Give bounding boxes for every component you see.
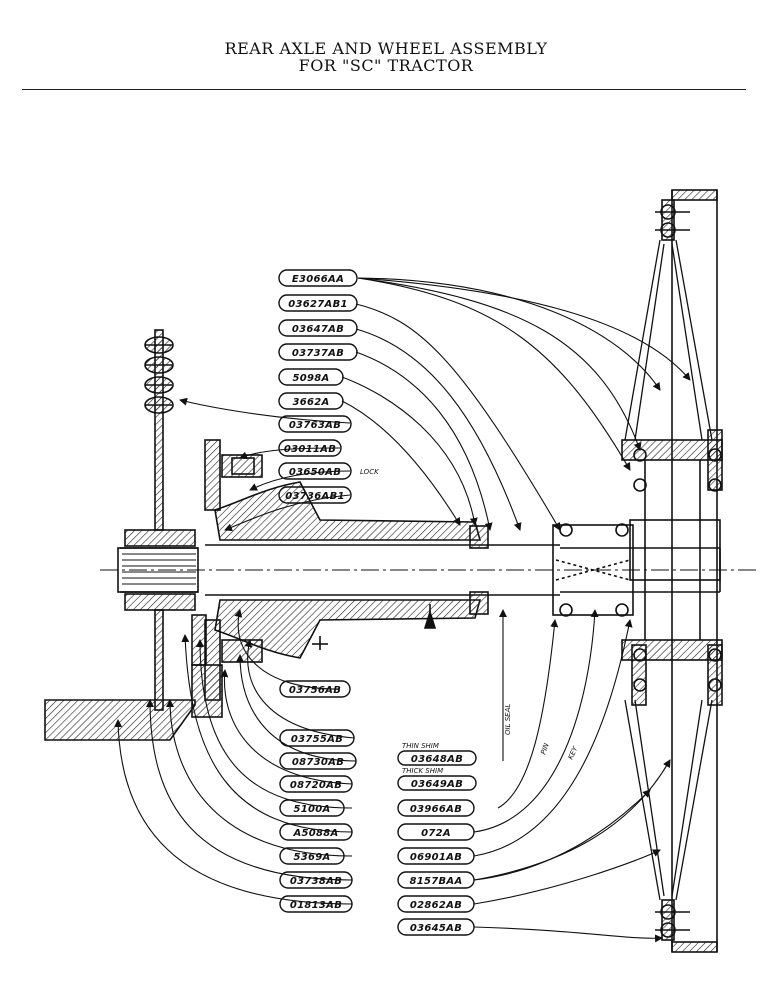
part-label: 03737AB — [278, 343, 358, 361]
callouts-lower-left: 5100A A5088A 5369A 03738AB 01813AB — [279, 799, 353, 913]
part-label: 03763AB — [278, 415, 352, 433]
svg-text:03645AB: 03645AB — [410, 923, 462, 934]
part-label: 02862AB — [397, 895, 475, 913]
leader-lines — [114, 277, 691, 943]
part-label: 03647AB — [278, 319, 358, 337]
part-label: 5369A — [279, 847, 345, 865]
part-label: 03627AB1 — [278, 294, 358, 312]
part-label: 08720AB — [279, 775, 353, 793]
part-label: 08730AB — [279, 752, 357, 770]
svg-text:03966AB: 03966AB — [410, 804, 462, 815]
part-label: 03011AB — [278, 439, 342, 457]
wheel-hub — [621, 429, 723, 706]
svg-text:03738AB: 03738AB — [290, 876, 342, 887]
callouts-upper: E3066AA 03627AB1 03647AB 03737AB 5098A 3… — [278, 269, 380, 504]
axle-housing — [214, 481, 489, 659]
support-bracket — [44, 699, 196, 741]
note-key: KEY — [567, 745, 580, 761]
title-rule — [22, 89, 746, 90]
note-thin-shim: THIN SHIM — [402, 742, 439, 750]
svg-text:3662A: 3662A — [292, 397, 329, 408]
part-label: 06901AB — [397, 847, 475, 865]
svg-text:5098A: 5098A — [292, 373, 329, 384]
svg-text:08730AB: 08730AB — [292, 757, 344, 768]
svg-text:03755AB: 03755AB — [291, 734, 343, 745]
svg-text:5100A: 5100A — [293, 804, 330, 815]
svg-text:8157BAA: 8157BAA — [409, 876, 462, 887]
part-label: 01813AB — [279, 895, 353, 913]
part-label: 03649AB — [397, 775, 477, 791]
svg-text:03736AB1: 03736AB1 — [285, 491, 345, 502]
part-label: A5088A — [279, 823, 353, 841]
svg-text:03648AB: 03648AB — [411, 754, 463, 765]
svg-text:E3066AA: E3066AA — [292, 274, 344, 285]
note-oil-seal: OIL SEAL — [504, 704, 512, 735]
part-label: 8157BAA — [397, 871, 475, 889]
svg-text:03649AB: 03649AB — [411, 779, 463, 790]
wheel-spokes — [624, 239, 713, 901]
svg-text:03627AB1: 03627AB1 — [288, 299, 348, 310]
svg-text:02862AB: 02862AB — [410, 900, 462, 911]
callouts-lower-right: THIN SHIM 03648AB THICK SHIM 03649AB 039… — [397, 742, 477, 936]
note-thick-shim: THICK SHIM — [402, 767, 443, 775]
part-label: 5100A — [279, 799, 345, 817]
svg-text:06901AB: 06901AB — [410, 852, 462, 863]
part-label: 072A — [397, 823, 475, 841]
title-line-2: FOR "SC" TRACTOR — [298, 56, 474, 75]
part-label: 03736AB1 — [278, 486, 352, 504]
svg-text:03650AB: 03650AB — [289, 467, 341, 478]
title-line-1: REAR AXLE AND WHEEL ASSEMBLY — [224, 39, 548, 58]
note-lock: LOCK — [360, 468, 380, 476]
wheel-rim — [655, 189, 718, 953]
svg-text:072A: 072A — [421, 828, 451, 839]
part-label: 03755AB — [279, 729, 355, 747]
svg-text:03756AB: 03756AB — [289, 685, 341, 696]
title-block: REAR AXLE AND WHEEL ASSEMBLY FOR "SC" TR… — [0, 40, 772, 74]
part-label: E3066AA — [278, 269, 358, 287]
final-drive — [117, 329, 263, 718]
part-label: 5098A — [278, 368, 344, 386]
note-pin: PIN — [539, 741, 551, 755]
svg-text:03737AB: 03737AB — [292, 348, 344, 359]
part-label: 03966AB — [397, 799, 475, 817]
part-label: 03645AB — [397, 918, 475, 936]
svg-text:5369A: 5369A — [293, 852, 330, 863]
svg-text:01813AB: 01813AB — [290, 900, 342, 911]
part-label: 03648AB — [397, 750, 477, 766]
svg-text:A5088A: A5088A — [292, 828, 338, 839]
svg-text:03763AB: 03763AB — [289, 420, 341, 431]
svg-text:08720AB: 08720AB — [290, 780, 342, 791]
part-label: 03756AB — [279, 680, 351, 698]
callouts-lower-middle: 03756AB 03755AB 08730AB 08720AB — [279, 680, 357, 793]
svg-text:03647AB: 03647AB — [292, 324, 344, 335]
svg-text:03011AB: 03011AB — [284, 444, 336, 455]
part-label: 03650AB — [278, 462, 352, 480]
part-label: 03738AB — [279, 871, 353, 889]
part-label: 3662A — [278, 392, 344, 410]
